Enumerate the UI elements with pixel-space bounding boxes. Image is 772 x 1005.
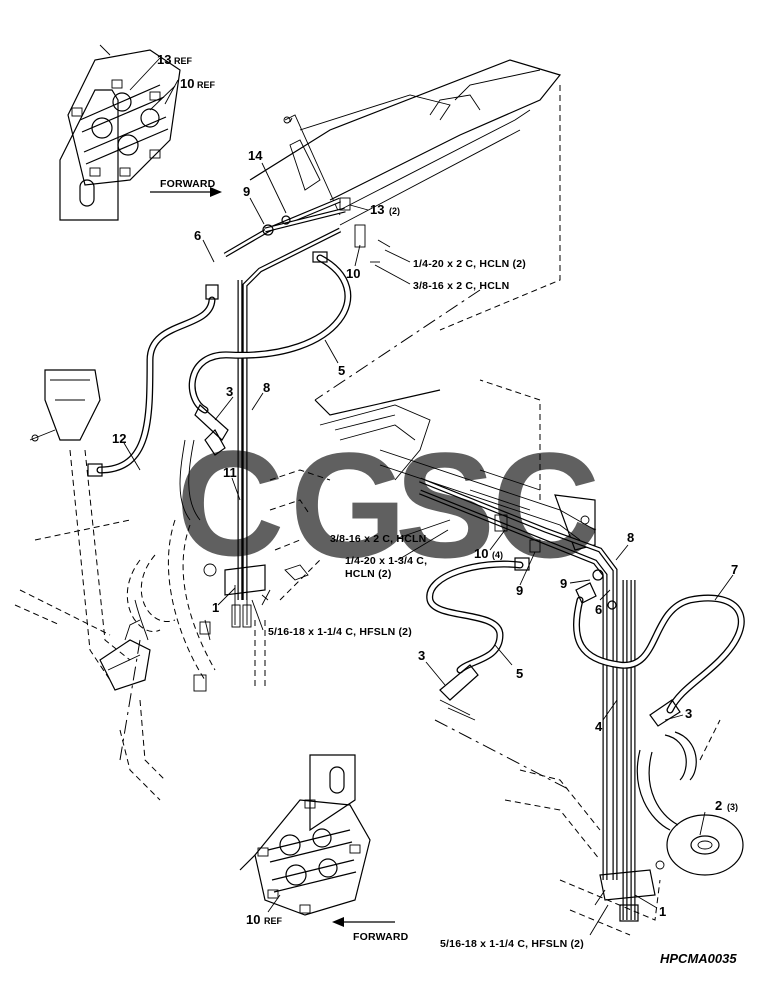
callout-1-left: 1: [212, 600, 219, 615]
right-bracket: [319, 379, 596, 551]
lower-right-frame: [434, 719, 721, 936]
callout-12: 12: [112, 431, 126, 446]
callout-11: 11: [223, 465, 237, 480]
tee-fitting-3-left: [179, 404, 229, 521]
leader-lines: [123, 57, 734, 936]
callout-3-lower: 3: [418, 648, 425, 663]
watermark-letter-2: G: [290, 421, 407, 589]
callout-2: 2: [715, 798, 722, 813]
callout-9-mid: 9: [516, 583, 523, 598]
forward-arrow-top: [150, 187, 222, 197]
hose-5-lower: [426, 557, 530, 721]
spec-1-4-20x2-hcln: 1/4-20 x 2 C, HCLN (2): [413, 258, 526, 270]
spec-3-8-16x2-hcln-top: 3/8-16 x 2 C, HCLN: [413, 280, 509, 292]
hose-7: [572, 582, 745, 781]
callout-5-top: 5: [338, 363, 345, 378]
callout-14: 14: [248, 148, 263, 163]
right-tube-assembly: [419, 477, 639, 922]
upper-tube-assembly: [223, 197, 391, 600]
callout-1-right: 1: [659, 904, 666, 919]
callout-6-right: 6: [595, 602, 602, 617]
callout-13ref-sup: REF: [174, 56, 193, 66]
figure-id: HPCMA0035: [660, 951, 737, 966]
forward-label-top: FORWARD: [160, 178, 216, 190]
callout-labels: 13 REF 10 REF FORWARD 14 9 13 (2) 6 10 1…: [112, 52, 738, 966]
callout-8-right: 8: [627, 530, 634, 545]
spec-3-8-16x2-hcln-mid: 3/8-16 x 2 C, HCLN: [330, 533, 426, 545]
inset-top-left: [59, 44, 181, 221]
top-mounting-bracket: [249, 59, 562, 331]
spec-5-16-18-hfsln-left: 5/16-18 x 1-1/4 C, HFSLN (2): [268, 626, 412, 638]
callout-6-top: 6: [194, 228, 201, 243]
callout-10ref-top-sup: REF: [197, 80, 216, 90]
watermark-letter-3: S: [395, 421, 495, 589]
forward-arrow-bottom: [332, 917, 395, 927]
callout-3-right: 3: [685, 706, 692, 721]
watermark-letter-4: C: [492, 421, 600, 589]
callout-9-top: 9: [243, 184, 250, 199]
callout-5-lower: 5: [516, 666, 523, 681]
callout-7: 7: [731, 562, 738, 577]
callout-13: 13: [370, 202, 384, 217]
callout-3-left: 3: [226, 384, 233, 399]
inset-bottom: [239, 754, 371, 916]
callout-8-left: 8: [263, 380, 270, 395]
hose-5-upper: [188, 251, 352, 414]
callout-10-top: 10: [346, 266, 360, 281]
spec-1-4-20x1-3-4-line1: 1/4-20 x 1-3/4 C,: [345, 555, 427, 567]
callout-9-right: 9: [560, 576, 567, 591]
forward-label-bottom: FORWARD: [353, 931, 409, 943]
watermark-letter-1: C: [176, 419, 284, 587]
callout-13-sup: (2): [389, 206, 400, 216]
callout-10-mid: 10: [474, 546, 488, 561]
watermark: C G S C: [176, 419, 600, 589]
callout-10ref-bottom: 10: [246, 912, 260, 927]
callout-4: 4: [595, 719, 603, 734]
callout-13ref: 13: [157, 52, 171, 67]
callout-10ref-top: 10: [180, 76, 194, 91]
spec-1-4-20x1-3-4-line2: HCLN (2): [345, 568, 392, 580]
callout-10-mid-sup: (4): [492, 550, 503, 560]
left-frame: [14, 369, 216, 801]
grommet-2: [636, 749, 744, 876]
callout-10ref-bottom-sup: REF: [264, 916, 283, 926]
callout-2-sup: (3): [727, 802, 738, 812]
spec-5-16-18-hfsln-right: 5/16-18 x 1-1/4 C, HFSLN (2): [440, 938, 584, 950]
clamp-left-lower: [193, 559, 321, 692]
middle-frame: [119, 289, 481, 761]
